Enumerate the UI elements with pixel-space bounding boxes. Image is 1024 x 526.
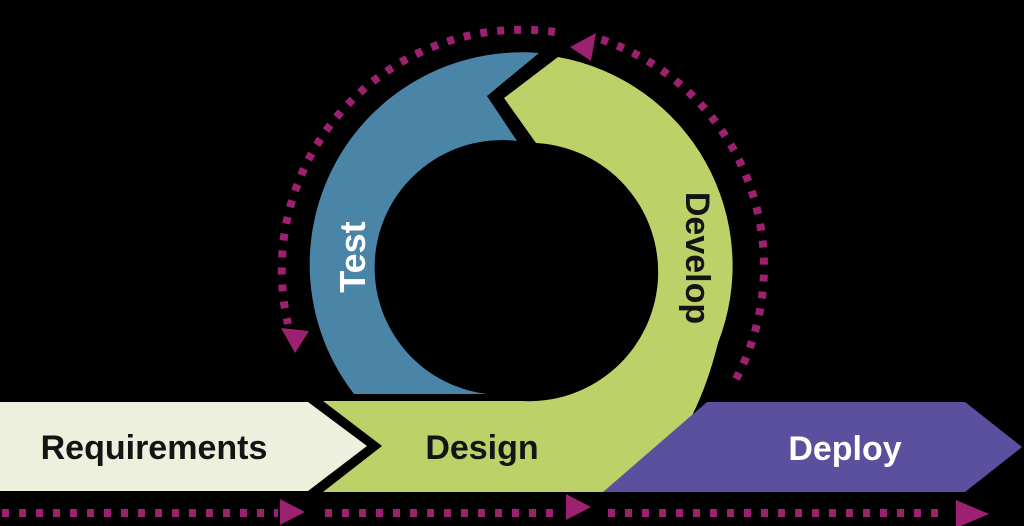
test-arc [309, 52, 539, 395]
deploy-label: Deploy [788, 430, 901, 468]
dotted-cycle-arc-left [277, 25, 556, 325]
test-label: Test [332, 221, 373, 292]
develop-label: Develop [678, 192, 716, 324]
design-label: Design [425, 429, 538, 467]
deploy-arrow [603, 402, 1022, 492]
cycle-arrowhead-top-icon [570, 33, 596, 61]
requirements-arrow [0, 402, 367, 491]
bottom-arrowhead-left-icon [280, 499, 305, 525]
cycle-arrowhead-left-icon [281, 328, 309, 353]
dotted-cycle-arc-right [595, 34, 768, 381]
requirements-label: Requirements [41, 429, 268, 467]
bottom-arrowhead-right-icon [956, 500, 989, 526]
develop-design-arc [323, 57, 733, 492]
bottom-arrowhead-middle-icon [566, 494, 591, 520]
